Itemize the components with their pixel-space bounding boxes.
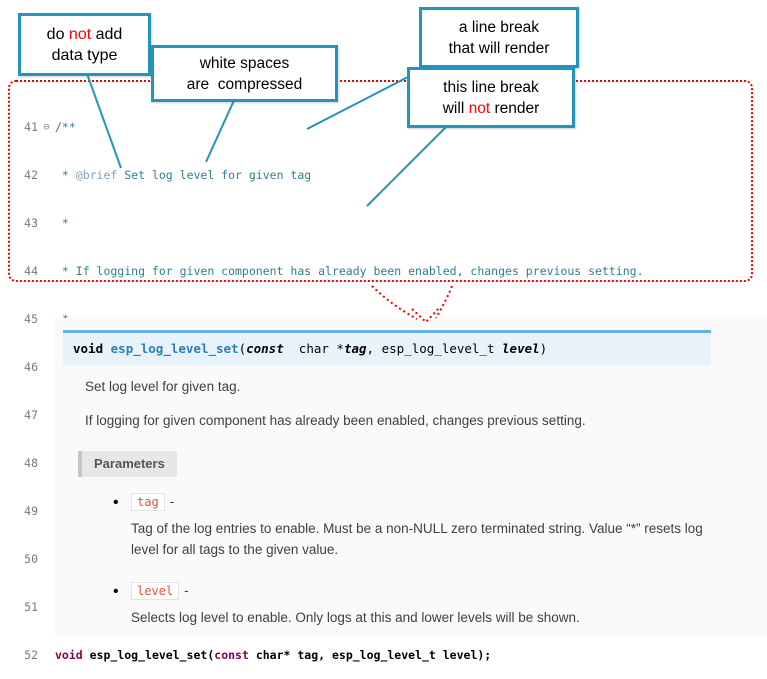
function-signature: void esp_log_level_set(const char *tag, …: [63, 330, 711, 365]
line-number: 43: [24, 216, 38, 230]
param-description: Selects log level to enable. Only logs a…: [131, 610, 580, 625]
sig-return-type: void: [73, 341, 111, 356]
line-number: 48: [24, 456, 38, 470]
fold-icon[interactable]: ⊖: [43, 121, 50, 133]
doxygen-tag: @brief: [75, 168, 118, 182]
param-body: tag- Tag of the log entries to enable. M…: [131, 493, 731, 560]
code-text: Set log level for given tag: [117, 168, 312, 182]
callout-text: this line break: [443, 78, 539, 96]
fold-icon: [38, 215, 55, 231]
line-number: 45: [24, 312, 38, 326]
code-line: 52 void esp_log_level_set(const char* tag…: [14, 647, 751, 663]
param-name-literal: level: [131, 582, 180, 600]
line-number: 42: [24, 168, 38, 182]
code-line: 41 ⊖ /**: [14, 119, 751, 135]
sig-type: esp_log_level_t: [381, 341, 503, 356]
line-number: 52: [24, 648, 38, 662]
line-number: 49: [24, 504, 38, 518]
callout-line-break-not-render: this line break will not render: [407, 67, 575, 128]
sig-type: char *: [283, 341, 344, 356]
fold-icon: [38, 167, 55, 183]
param-dash: -: [169, 494, 175, 509]
callout-text: will not render: [443, 98, 540, 119]
callout-text: render: [490, 99, 540, 117]
line-number: 47: [24, 408, 38, 422]
sig-function-name: esp_log_level_set: [110, 341, 239, 356]
code-line: 42 * @brief Set log level for given tag: [14, 167, 751, 183]
callout-line-break-renders: a line break that will render: [419, 7, 579, 68]
param-body: level- Selects log level to enable. Only…: [131, 582, 580, 628]
callout-text: do not add: [47, 24, 123, 45]
code-text: * If logging for given component has alr…: [55, 264, 644, 278]
doc-brief: Set log level for given tag.: [85, 379, 241, 394]
fold-icon: [38, 359, 55, 375]
code-line: 43 *: [14, 215, 751, 231]
code-text: esp_log_level_set(: [82, 648, 215, 662]
doc-description: If logging for given component has alrea…: [85, 413, 586, 428]
callout-no-datatype: do not add data type: [18, 13, 151, 76]
fold-icon: [38, 407, 55, 423]
line-number: 41: [24, 120, 38, 134]
code-text: *: [55, 216, 69, 230]
bullet-icon: •: [113, 494, 119, 511]
param-dash: -: [184, 583, 189, 598]
fold-icon: [38, 551, 55, 567]
fold-icon: [38, 263, 55, 279]
sig-separator: ,: [366, 341, 382, 356]
code-line: 44 * If logging for given component has …: [14, 263, 751, 279]
line-number: 51: [24, 600, 38, 614]
code-text: *: [55, 168, 76, 182]
fold-icon: [38, 647, 55, 663]
sig-arg-tag: tag: [343, 341, 367, 356]
callout-whitespace-compressed: white spaces are compressed: [151, 45, 338, 102]
fold-icon: [38, 455, 55, 471]
fold-icon: [38, 311, 55, 327]
callout-text: white spaces: [199, 54, 290, 72]
sig-const-keyword: const: [246, 341, 284, 356]
sig-paren: ): [539, 341, 548, 356]
line-number: 50: [24, 552, 38, 566]
callout-text-red: not: [68, 25, 92, 43]
fold-icon: [38, 599, 55, 615]
bullet-icon: •: [113, 583, 119, 600]
callout-text: a line break: [458, 18, 540, 36]
param-item-tag: • tag- Tag of the log entries to enable.…: [113, 493, 737, 560]
callout-text: that will render: [448, 39, 550, 57]
line-number: 44: [24, 264, 38, 278]
sig-paren: (: [238, 341, 247, 356]
callout-text: data type: [51, 46, 118, 64]
callout-text: add: [91, 25, 123, 43]
param-name-literal: tag: [131, 493, 165, 511]
fold-icon: [38, 503, 55, 519]
line-number: 46: [24, 360, 38, 374]
param-item-level: • level- Selects log level to enable. On…: [113, 582, 737, 628]
rendered-doc: void esp_log_level_set(const char *tag, …: [55, 318, 767, 637]
sig-arg-level: level: [502, 341, 540, 356]
param-head: level-: [131, 582, 580, 600]
param-head: tag-: [131, 493, 731, 511]
code-text: char* tag, esp_log_level_t level);: [248, 648, 492, 662]
param-description: Tag of the log entries to enable. Must b…: [131, 521, 703, 557]
callout-text: do: [46, 25, 69, 43]
keyword-void: void: [55, 648, 83, 662]
keyword-const: const: [214, 648, 249, 662]
code-text: /**: [55, 120, 76, 134]
callout-text-red: not: [468, 99, 491, 117]
callout-text: are compressed: [186, 75, 303, 93]
callout-text: will: [442, 99, 469, 117]
code-editor-snippet: 41 ⊖ /** 42 * @brief Set log level for giv…: [8, 80, 753, 662]
parameters-label: Parameters: [78, 451, 177, 477]
